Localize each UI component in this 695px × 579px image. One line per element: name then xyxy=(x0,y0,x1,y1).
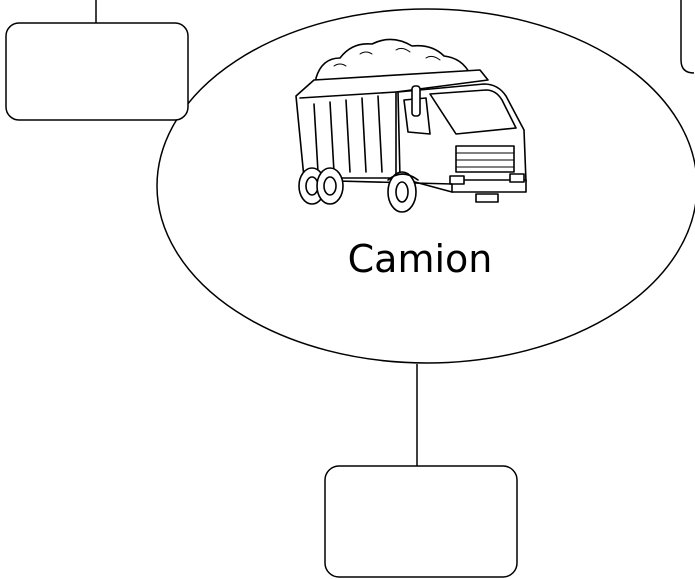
branch-box-top-right[interactable] xyxy=(680,0,695,74)
branch-box-bottom[interactable] xyxy=(324,465,518,578)
dump-truck-icon xyxy=(295,38,527,213)
center-ellipse xyxy=(156,8,695,364)
center-label: Camion xyxy=(347,237,493,281)
branch-box-top-left[interactable] xyxy=(5,22,189,121)
